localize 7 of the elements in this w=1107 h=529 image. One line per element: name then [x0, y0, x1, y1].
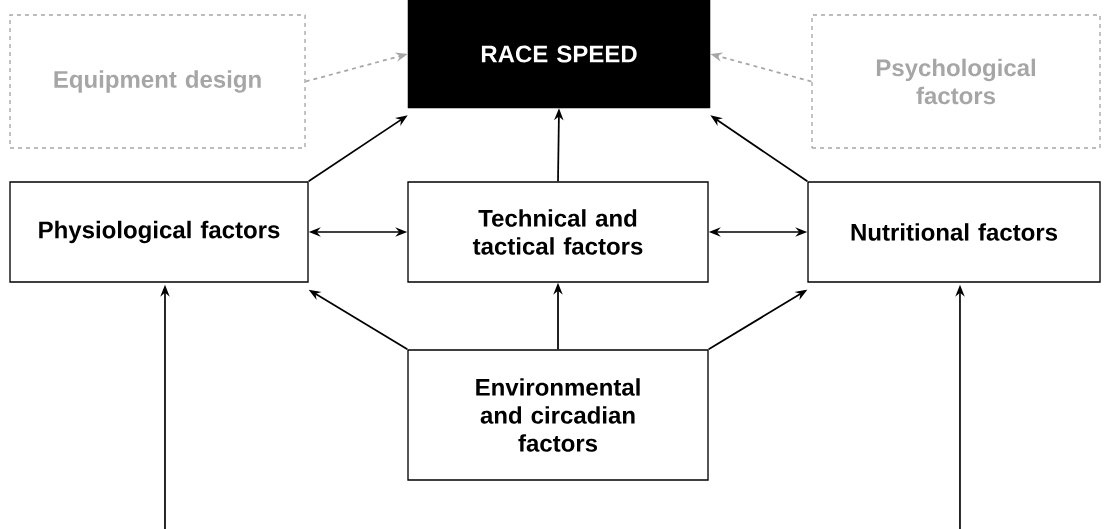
factor-box: Psychological factors — [811, 14, 1101, 149]
factor-box: Physiological factors — [9, 181, 309, 283]
title-box: RACE SPEED — [407, 0, 711, 109]
factor-box: Nutritional factors — [807, 181, 1101, 283]
factor-box: Technical and tactical factors — [407, 181, 709, 283]
factor-box: Environmental and circadian factors — [407, 349, 709, 481]
factor-box: Equipment design — [9, 14, 306, 149]
